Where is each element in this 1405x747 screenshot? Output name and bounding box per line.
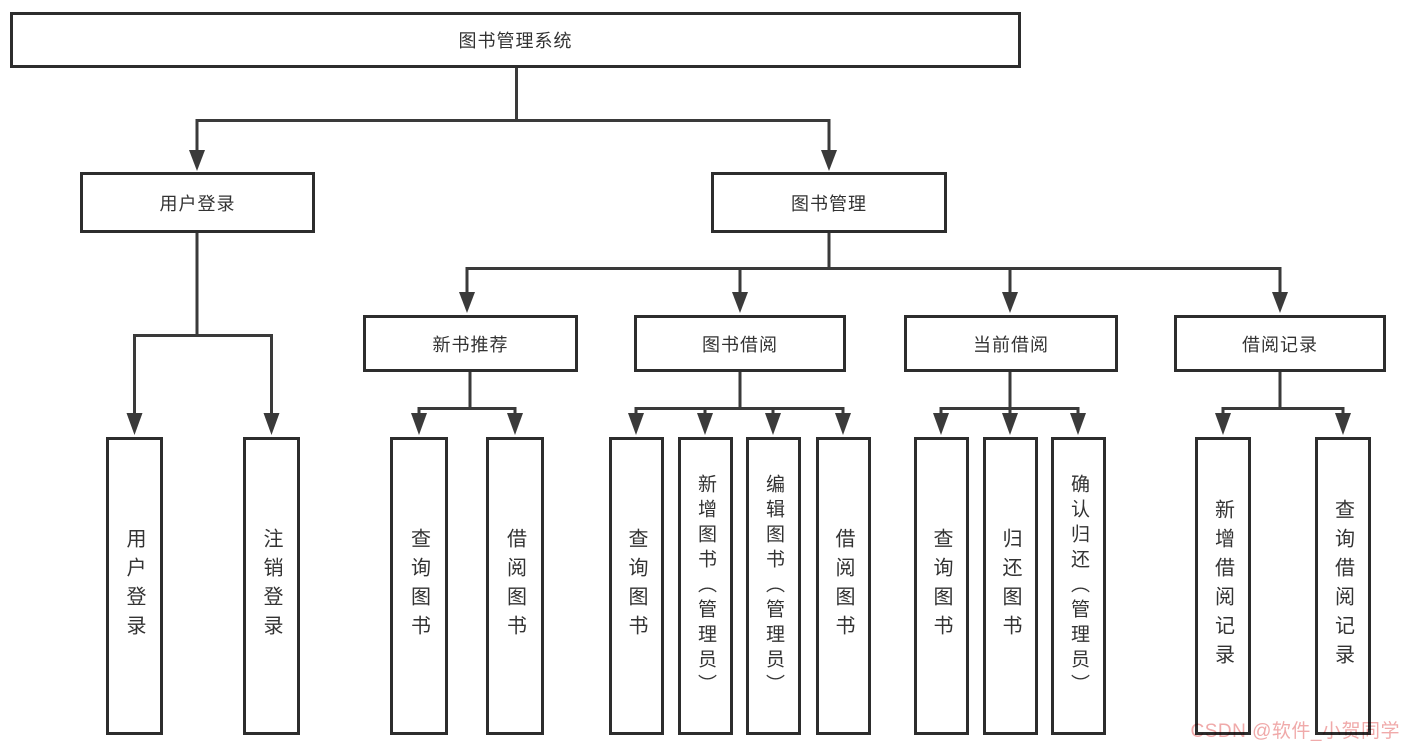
node-cb-query-books: 查询图书: [914, 437, 969, 735]
arrowheads: [126, 150, 1351, 435]
node-bb-edit-book-admin-label: 编辑图书（管理员）: [763, 473, 784, 699]
arrow-user-login: [126, 413, 143, 435]
node-user-login-group: 用户登录: [80, 172, 315, 233]
node-br-add-record-label: 新增借阅记录: [1211, 499, 1234, 673]
node-br-query-record-label: 查询借阅记录: [1331, 499, 1354, 673]
arrow-cb-confirm: [1070, 413, 1086, 435]
node-current-borrow: 当前借阅: [904, 315, 1118, 372]
node-cb-return-book-label: 归还图书: [999, 528, 1021, 644]
node-user-login-label: 用户登录: [123, 528, 145, 644]
arrow-bb-query: [628, 413, 644, 435]
node-borrow-records: 借阅记录: [1174, 315, 1386, 372]
arrow-new-book-recommend: [459, 292, 475, 313]
node-logout-label: 注销登录: [260, 528, 282, 644]
node-user-login-group-label: 用户登录: [159, 193, 236, 214]
node-book-management-label: 图书管理: [791, 193, 867, 214]
node-bb-add-book-admin: 新增图书（管理员）: [678, 437, 733, 735]
arrow-bb-edit: [765, 413, 781, 435]
node-book-borrow-label: 图书借阅: [702, 334, 778, 355]
arrow-br-add: [1215, 413, 1231, 435]
arrow-bb-add: [697, 413, 713, 435]
node-br-add-record: 新增借阅记录: [1195, 437, 1251, 735]
node-bb-borrow-books-label: 借阅图书: [832, 528, 854, 644]
arrow-borrow-records: [1272, 292, 1288, 313]
csdn-watermark: CSDN @软件_小贺同学: [1190, 721, 1400, 742]
node-current-borrow-label: 当前借阅: [973, 334, 1049, 355]
node-root-label: 图书管理系统: [458, 31, 573, 51]
node-cb-return-book: 归还图书: [983, 437, 1038, 735]
arrow-br-query: [1335, 413, 1351, 435]
node-book-management: 图书管理: [711, 172, 947, 233]
node-nb-query-books-label: 查询图书: [407, 528, 430, 644]
node-bb-query-books: 查询图书: [609, 437, 664, 735]
node-borrow-records-label: 借阅记录: [1242, 334, 1318, 355]
node-bb-edit-book-admin: 编辑图书（管理员）: [746, 437, 801, 735]
node-new-book-recommend-label: 新书推荐: [432, 334, 509, 355]
arrow-current-borrow: [1002, 292, 1018, 313]
arrow-cb-query: [933, 413, 949, 435]
node-cb-query-books-label: 查询图书: [930, 528, 952, 644]
node-nb-borrow-books: 借阅图书: [486, 437, 544, 735]
arrow-cb-return: [1002, 413, 1018, 435]
node-cb-confirm-return-admin-label: 确认归还（管理员）: [1068, 473, 1089, 699]
arrow-logout: [263, 413, 280, 435]
arrow-nb-borrow: [507, 413, 523, 435]
arrow-bb-borrow: [835, 413, 851, 435]
node-cb-confirm-return-admin: 确认归还（管理员）: [1051, 437, 1106, 735]
node-nb-borrow-books-label: 借阅图书: [503, 528, 526, 644]
node-logout: 注销登录: [243, 437, 300, 735]
node-nb-query-books: 查询图书: [390, 437, 448, 735]
node-user-login: 用户登录: [106, 437, 163, 735]
arrow-book-borrow: [732, 292, 748, 313]
arrow-nb-query: [411, 413, 427, 435]
node-br-query-record: 查询借阅记录: [1315, 437, 1371, 735]
node-root: 图书管理系统: [10, 12, 1021, 68]
node-bb-add-book-admin-label: 新增图书（管理员）: [695, 473, 716, 699]
arrow-user-login-group: [189, 150, 205, 171]
node-bb-query-books-label: 查询图书: [625, 528, 647, 644]
arrow-book-management: [821, 150, 837, 171]
node-bb-borrow-books: 借阅图书: [816, 437, 871, 735]
node-new-book-recommend: 新书推荐: [363, 315, 578, 372]
node-book-borrow: 图书借阅: [634, 315, 846, 372]
